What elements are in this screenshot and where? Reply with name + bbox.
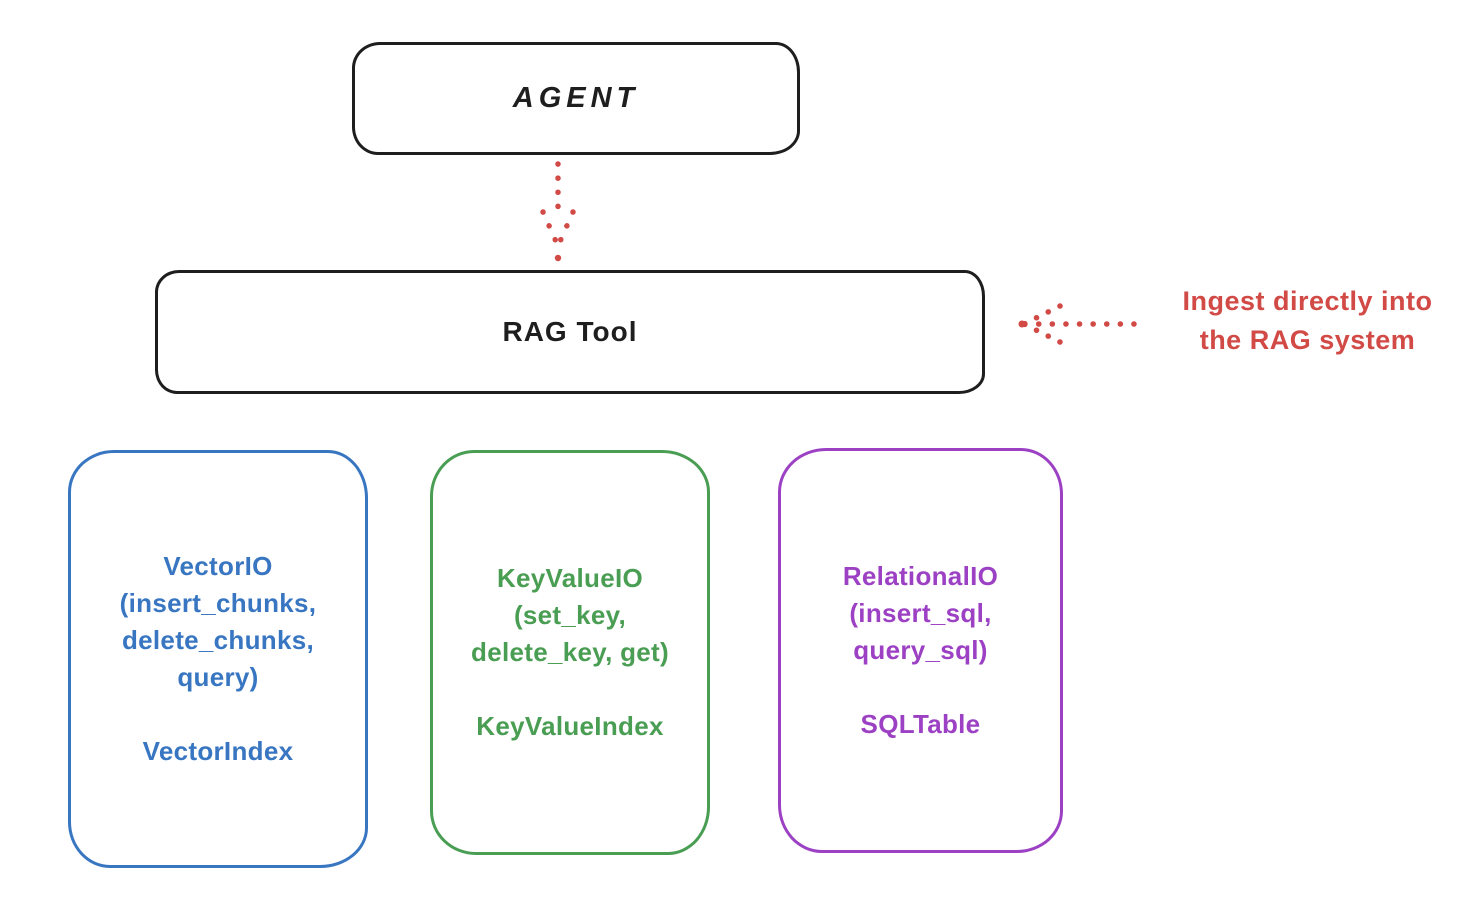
io-box-line: delete_key, get)	[471, 637, 669, 667]
agent-box: AGENT	[352, 42, 800, 155]
agent-box-label: AGENT	[512, 82, 640, 114]
rag-tool-box: RAG Tool	[155, 270, 985, 394]
io-box-line: delete_chunks,	[121, 625, 315, 655]
io-box-line: RelationalIO	[842, 561, 999, 591]
dotted-left-arrow-icon	[1018, 303, 1137, 345]
keyvalue-io-box: KeyValueIO (set_key, delete_key, get) Ke…	[430, 450, 710, 855]
sql-table-label: SQLTable	[860, 709, 981, 739]
io-box-line: query)	[177, 662, 259, 692]
ingest-annotation: Ingest directly into the RAG system	[1135, 282, 1480, 360]
rag-tool-box-label: RAG Tool	[502, 316, 638, 347]
vector-index-label: VectorIndex	[142, 736, 294, 766]
relational-io-box: RelationalIO (insert_sql, query_sql) SQL…	[778, 448, 1063, 853]
io-box-line: (insert_chunks,	[119, 588, 317, 618]
io-box-line: (insert_sql,	[849, 598, 992, 628]
ingest-annotation-line-1: Ingest directly into	[1182, 286, 1433, 316]
io-box-line: KeyValueIO	[496, 563, 644, 593]
io-box-line: (set_key,	[513, 600, 627, 630]
keyvalue-index-label: KeyValueIndex	[476, 711, 664, 741]
io-box-line: query_sql)	[853, 635, 988, 665]
io-box-line: VectorIO	[163, 551, 273, 581]
dotted-down-arrow-icon	[540, 161, 576, 262]
ingest-annotation-line-2: the RAG system	[1199, 325, 1416, 355]
vector-io-box: VectorIO (insert_chunks, delete_chunks, …	[68, 450, 368, 868]
